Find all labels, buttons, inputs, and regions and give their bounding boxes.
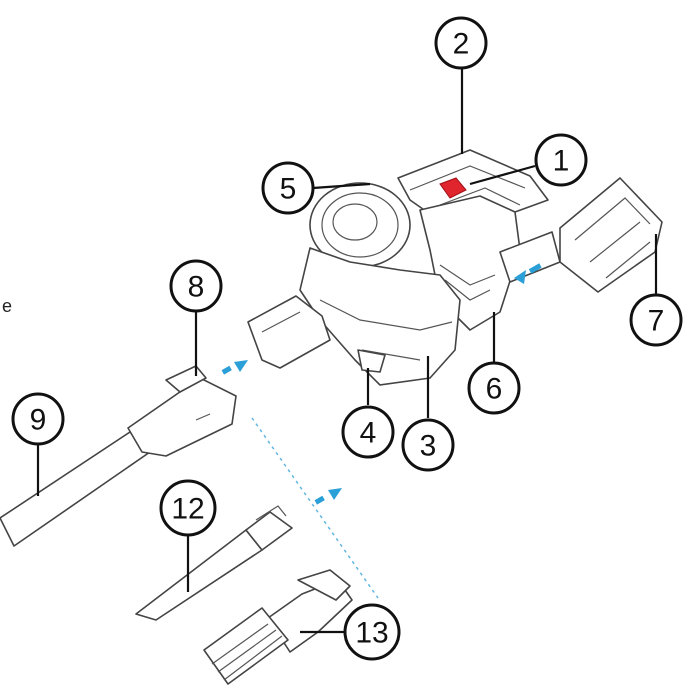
callout-1-label: 1 <box>553 145 570 178</box>
callout-1: 1 <box>534 133 588 187</box>
callout-8-label: 8 <box>188 271 205 304</box>
battery-pack <box>559 177 663 293</box>
motor-nozzle <box>247 295 331 369</box>
callout-3: 3 <box>401 418 455 472</box>
bin-release-tab <box>357 349 386 373</box>
callout-12-label: 12 <box>171 493 204 526</box>
callout-5-label: 5 <box>280 173 297 206</box>
callout-7-label: 7 <box>648 305 665 338</box>
callout-9: 9 <box>11 392 65 446</box>
callout-7: 7 <box>629 293 683 347</box>
leader-5 <box>312 182 371 190</box>
brush-tool <box>203 569 353 685</box>
callout-13-label: 13 <box>355 617 388 650</box>
leader-1 <box>469 164 536 186</box>
direction-arrow-nozzle <box>221 360 248 375</box>
direction-arrow-tool <box>314 488 342 505</box>
release-button <box>439 177 467 199</box>
callout-9-label: 9 <box>30 404 47 437</box>
callout-6: 6 <box>467 361 521 415</box>
callout-8: 8 <box>169 259 223 313</box>
attach-guide-line <box>251 417 379 599</box>
callout-2: 2 <box>434 16 488 70</box>
callout-4: 4 <box>341 405 395 459</box>
direction-arrow-battery <box>514 263 542 284</box>
callout-13: 13 <box>343 603 401 661</box>
callout-3-label: 3 <box>420 430 437 463</box>
callout-4-label: 4 <box>360 417 377 450</box>
callout-5: 5 <box>261 161 315 215</box>
callout-12: 12 <box>159 479 217 537</box>
motor-body <box>247 149 561 386</box>
callout-2-label: 2 <box>453 28 470 61</box>
crevice-tool <box>135 505 293 621</box>
cropped-text-fragment: e <box>2 296 13 316</box>
callout-6-label: 6 <box>486 373 503 406</box>
